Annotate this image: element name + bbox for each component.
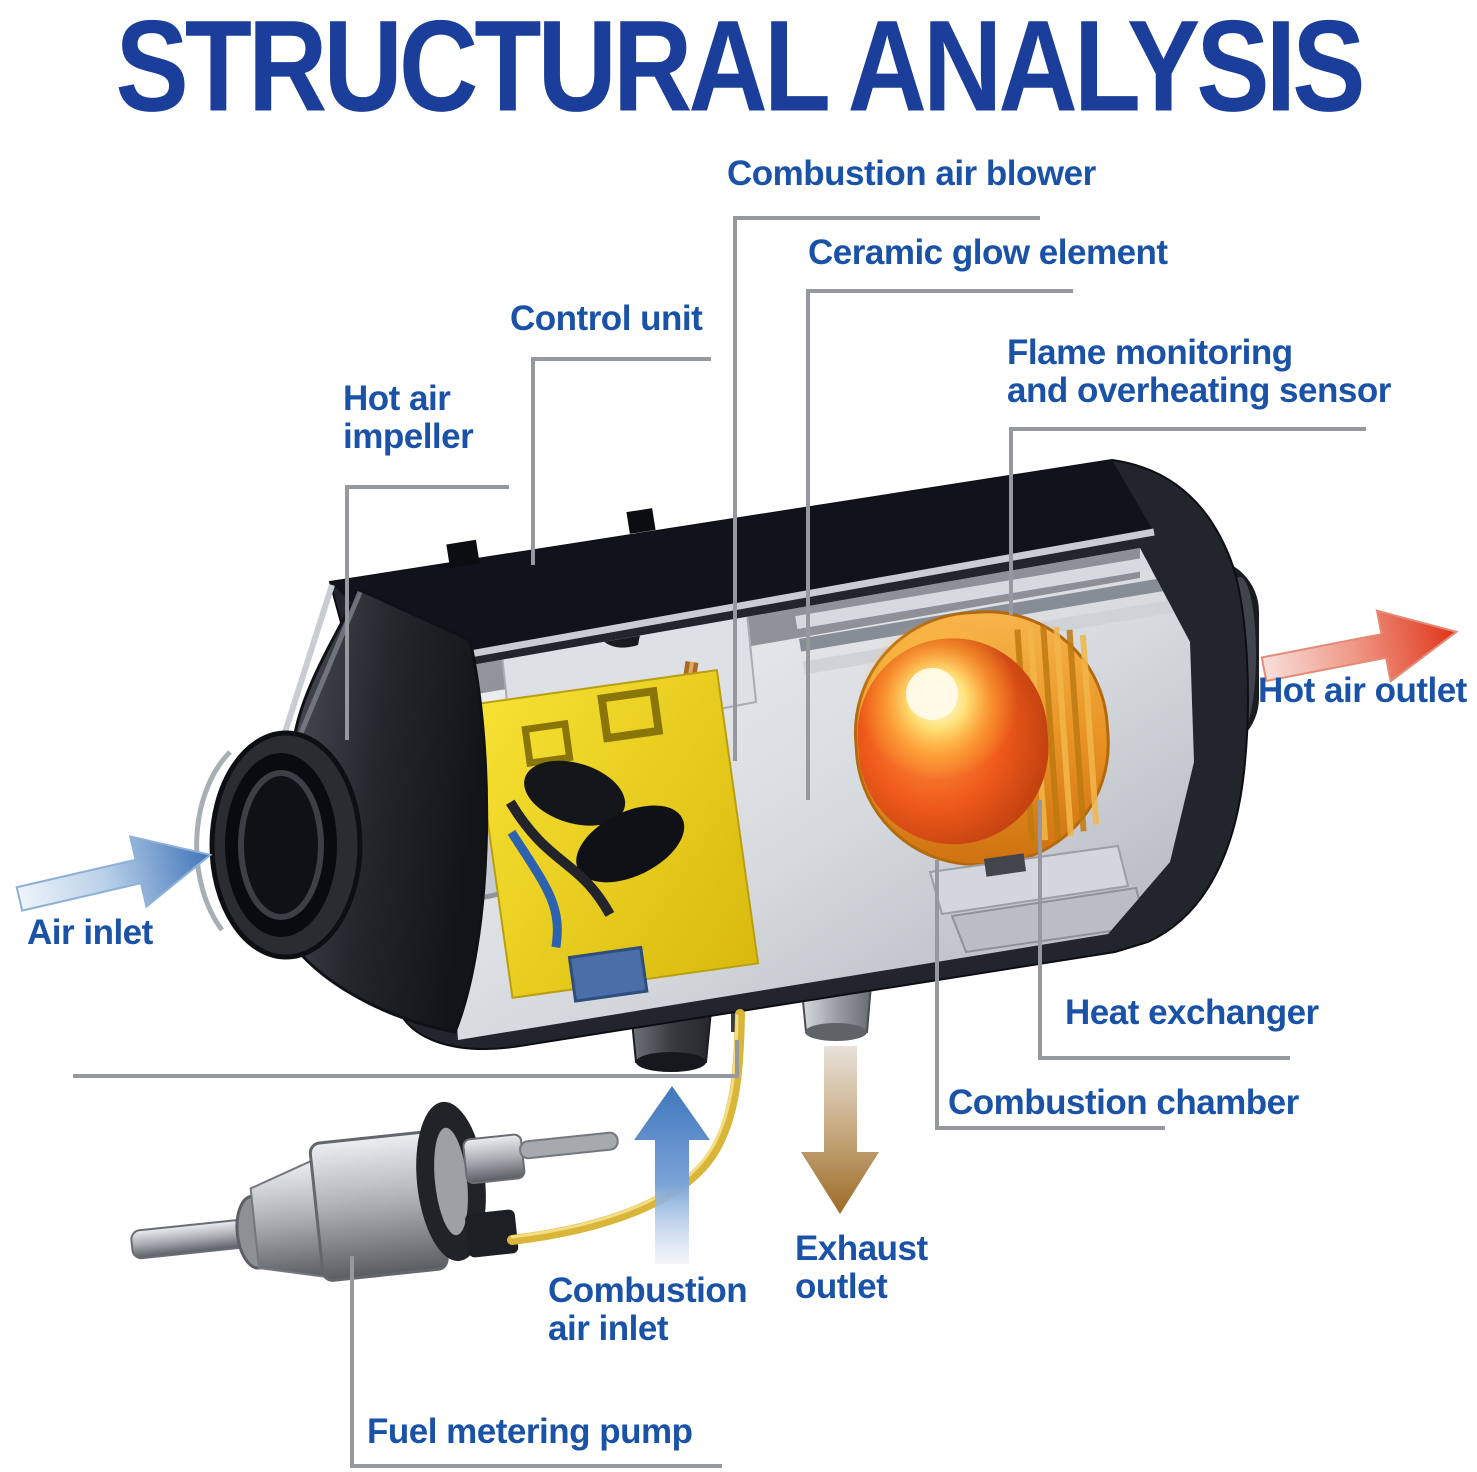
label-flame-monitoring-sensor: Flame monitoring and overheating sensor	[1007, 333, 1391, 411]
label-control-unit: Control unit	[510, 299, 703, 338]
leader-heat-exchanger-horizontal	[1038, 1056, 1290, 1060]
leader-flame-monitoring-vertical	[1009, 427, 1013, 615]
leader-fuel-metering-pump-horizontal	[350, 1464, 722, 1468]
combustion-chamber-graphic	[853, 610, 1110, 867]
leader-flame-monitoring-horizontal	[1009, 427, 1366, 431]
label-ceramic-glow-element: Ceramic glow element	[808, 233, 1168, 272]
leader-hot-air-impeller-vertical	[345, 485, 349, 740]
leader-control-unit-vertical	[531, 357, 535, 565]
leader-combustion-chamber-horizontal	[935, 1126, 1165, 1130]
leader-combustion-air-inlet-horizontal	[73, 1074, 739, 1078]
control-unit-graphic	[470, 669, 760, 1003]
label-hot-air-impeller: Hot air impeller	[343, 379, 474, 457]
leader-control-unit-horizontal	[531, 357, 711, 361]
combustion-air-inlet-arrow-icon	[634, 1086, 710, 1264]
air-inlet-arrow-icon	[15, 835, 213, 912]
exhaust-outlet-arrow-icon	[801, 1046, 879, 1214]
leader-combustion-chamber-vertical	[935, 860, 939, 1130]
label-air-inlet: Air inlet	[27, 913, 153, 952]
fuel-pump-graphic	[130, 1101, 619, 1282]
label-exhaust-outlet: Exhaust outlet	[795, 1229, 928, 1307]
label-heat-exchanger: Heat exchanger	[1065, 993, 1319, 1032]
label-combustion-air-inlet: Combustion air inlet	[548, 1271, 748, 1349]
page-title: STRUCTURAL ANALYSIS	[115, 0, 1365, 139]
leader-ceramic-glow-element-horizontal	[806, 289, 1073, 293]
label-combustion-air-blower: Combustion air blower	[727, 154, 1096, 193]
leader-combustion-air-blower-vertical	[733, 216, 737, 761]
label-fuel-metering-pump: Fuel metering pump	[367, 1412, 693, 1451]
hot-air-outlet-arrow-icon	[1260, 609, 1459, 684]
air-intake-funnel	[194, 588, 489, 1034]
label-combustion-chamber: Combustion chamber	[948, 1083, 1299, 1122]
leader-combustion-air-inlet-vertical	[735, 1040, 739, 1078]
label-hot-air-outlet: Hot air outlet	[1258, 671, 1467, 710]
leader-fuel-metering-pump-vertical	[350, 1256, 354, 1468]
leader-heat-exchanger-vertical	[1038, 800, 1042, 1060]
leader-hot-air-impeller-horizontal	[345, 485, 509, 489]
leader-combustion-air-blower-horizontal	[733, 216, 1040, 220]
leader-ceramic-glow-element-vertical	[806, 289, 810, 800]
